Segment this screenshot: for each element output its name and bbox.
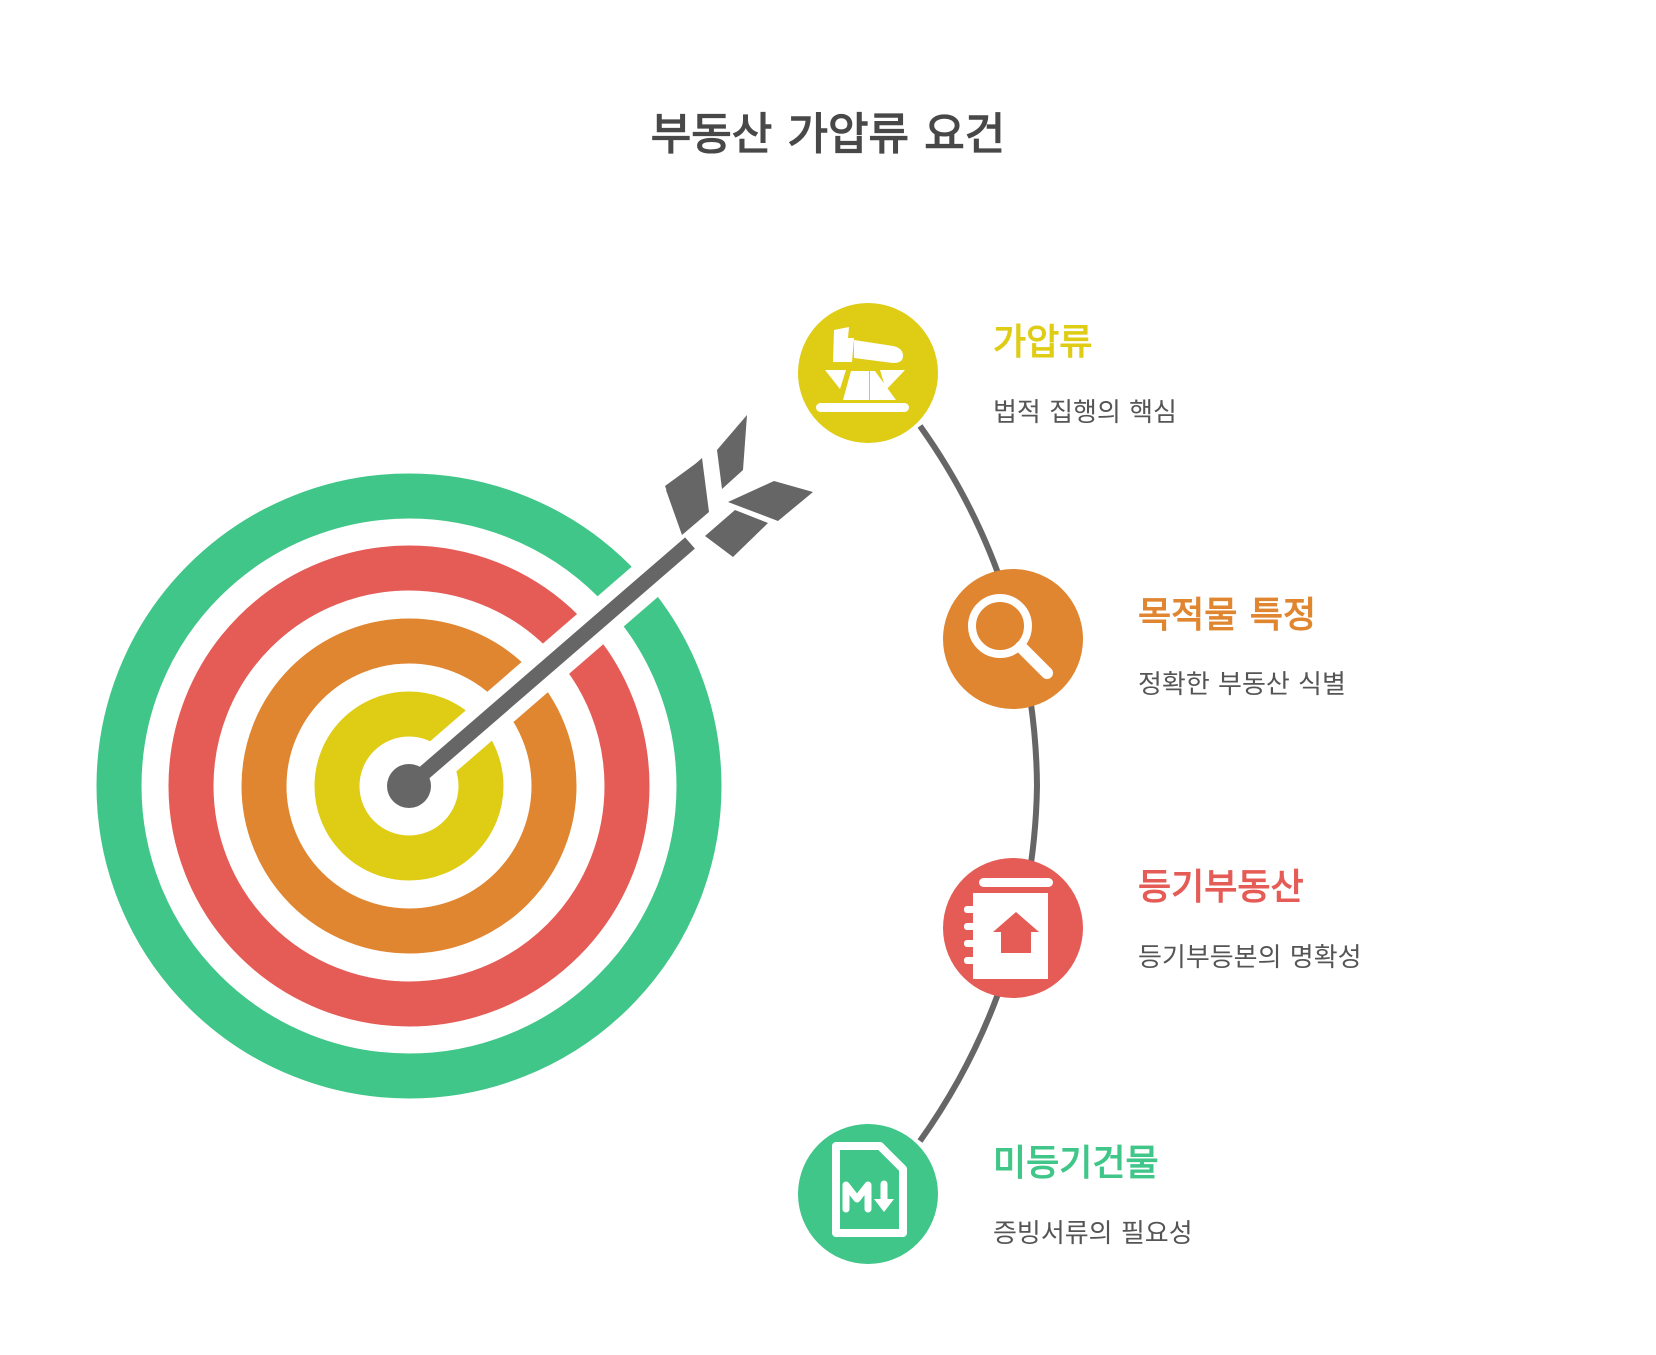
house-registry-book-icon	[964, 878, 1053, 979]
item-desc-magnifier: 정확한 부동산 식별	[1138, 670, 1346, 700]
item-circle-registry	[943, 858, 1083, 998]
item-circle-markdown	[798, 1124, 938, 1264]
item-title-magnifier: 목적물 특정	[1138, 595, 1317, 636]
item-title-markdown: 미등기건물	[993, 1143, 1159, 1184]
target-icon	[96, 473, 722, 1099]
page-title: 부동산 가압류 요건	[650, 109, 1006, 160]
item-desc-registry: 등기부등본의 명확성	[1138, 943, 1362, 973]
arrow-icon	[387, 415, 813, 808]
gavel-icon	[816, 327, 909, 412]
item-title-registry: 등기부동산	[1138, 867, 1304, 908]
connector-arc	[917, 424, 1041, 1143]
item-circle-gavel	[798, 303, 938, 443]
markdown-file-icon	[832, 1142, 907, 1237]
item-desc-gavel: 법적 집행의 핵심	[993, 398, 1177, 428]
item-desc-markdown: 증빙서류의 필요성	[993, 1219, 1193, 1249]
item-circle-magnifier	[943, 569, 1083, 709]
item-title-gavel: 가압류	[993, 322, 1093, 363]
magnifier-icon	[968, 594, 1053, 679]
